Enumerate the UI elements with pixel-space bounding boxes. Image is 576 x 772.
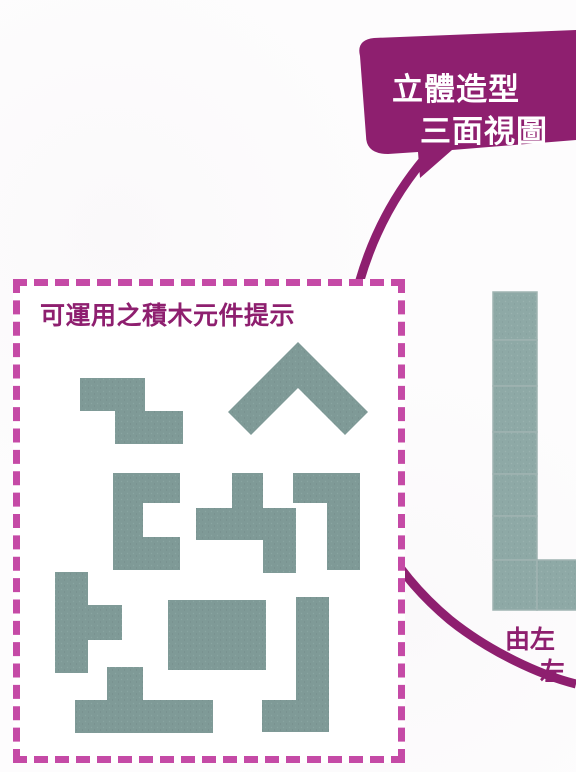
l-piece-icon [262,597,329,732]
square-piece-icon [168,600,266,670]
banner-title-line-2: 三面視圖 [420,114,548,150]
hook-piece-icon [293,473,360,570]
chevron-piece-icon [228,342,368,435]
view-block-column [492,291,576,611]
side-t-piece-icon [55,572,122,673]
hint-panel-title: 可運用之積木元件提示 [40,301,296,330]
banner-shape [359,30,576,178]
view-caption-line-1: 由左 [505,625,556,654]
t-piece-icon [196,473,296,573]
bottom-t-piece-icon [75,667,213,733]
z-piece-icon [80,378,183,444]
view-caption-line-2: 左 [540,657,566,686]
c-piece-icon [113,473,180,570]
banner-title-line-1: 立體造型 [392,72,520,108]
